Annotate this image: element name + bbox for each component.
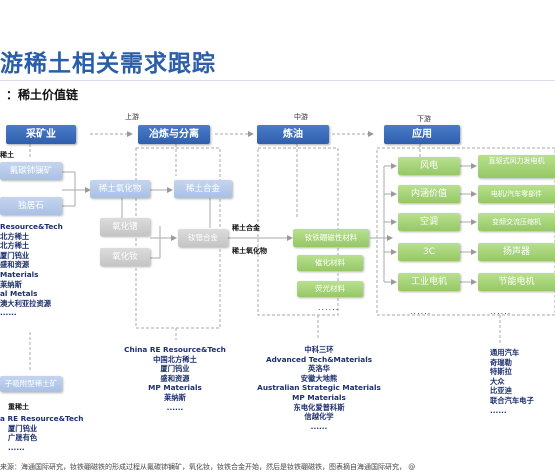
app-direct-drive-turbine: 直驱式风力发电机: [478, 155, 555, 178]
app-inverter-compressor: 变频交流压缩机: [478, 213, 555, 231]
stage-upstream: 上游: [125, 113, 139, 121]
list-item: MP Materials: [148, 383, 202, 393]
box-rare-earth-oxide: 稀土氧化物: [90, 180, 150, 198]
list-item: ......: [490, 405, 507, 415]
app-3c: 3C: [398, 243, 460, 261]
list-item: 比亚迪: [490, 386, 512, 396]
list-item: 盛和资源: [160, 373, 190, 383]
header-refining: 炼油: [257, 125, 329, 144]
list-item: China RE Resource&Tech: [124, 345, 226, 354]
ore-monazite: 独居石: [0, 197, 62, 215]
box-rare-earth-alloy: 稀土合金: [174, 180, 232, 198]
light-rare-earth-label: 稀土: [0, 151, 14, 159]
box-neodymium-oxide: 氧化钕: [100, 248, 150, 266]
app-speaker: 扬声器: [478, 243, 555, 261]
mining-companies-list: Resource&Tech 北方稀土 北方稀土 厦门钨业 盛和资源 Materi…: [0, 222, 63, 318]
list-item: al Metals: [0, 289, 38, 299]
stage-midstream: 中游: [294, 113, 308, 121]
header-mining: 采矿业: [6, 125, 76, 144]
list-item: 中科三环: [304, 345, 334, 354]
list-item: 盛和资源: [0, 260, 30, 270]
list-item: ......: [0, 308, 17, 318]
source-footnote: 来源：海通国际研究，钕铁硼磁铁的形成过程从氟碳铈镧矿，氧化钕，钕铁合金开始，然后…: [0, 463, 416, 471]
list-item: 澳大利亚拉资源: [0, 298, 52, 308]
list-item: 厦门钨业: [0, 250, 30, 260]
list-item: 北方稀土: [0, 241, 30, 251]
label-alloy-input: 稀土合金: [232, 224, 260, 232]
box-catalyst-material: 催化材料: [297, 255, 363, 271]
list-item: 大众: [490, 376, 505, 386]
box-prnd-alloy: 钕镨合金: [178, 229, 228, 247]
list-item: Advanced Tech&Materials: [265, 354, 373, 364]
list-item: 安徽大地熊: [300, 373, 338, 383]
app-industrial-motor: 工业电机: [398, 273, 460, 291]
box-phosphor-material: 荧光材料: [297, 281, 363, 297]
list-item: Australian Strategic Materials: [257, 383, 381, 393]
list-item: 奇瑞勒: [490, 357, 512, 367]
list-item: 莱纳斯: [0, 279, 22, 289]
box-praseodymium-oxide: 氧化镨: [100, 218, 150, 236]
list-item: 联合汽车电子: [490, 395, 534, 405]
heavy-rare-earth-label: 重稀土: [8, 403, 29, 411]
app-ev-motor-parts: 电机/汽车零部件: [478, 185, 555, 203]
list-item: ......: [8, 442, 25, 452]
list-item: MP Materials: [292, 392, 346, 402]
smelting-companies-list: China RE Resource&Tech 中国北方稀土 厦门钨业 盛和资源 …: [120, 345, 230, 412]
list-item: a RE Resource&Tech: [0, 414, 84, 423]
refining-companies-list: 中科三环 Advanced Tech&Materials 英洛华 安徽大地熊 A…: [254, 345, 384, 431]
refining-more: ......: [318, 303, 340, 312]
ore-bastnaesite: 氟碳铈镧矿: [0, 162, 62, 180]
app-intrinsic-value: 内涵价值: [398, 185, 460, 203]
chart-subtitle: ：稀土价值链: [6, 88, 79, 102]
list-item: 北方稀土: [0, 231, 30, 241]
list-item: 通用汽车: [490, 348, 520, 357]
list-item: 中国北方稀土: [153, 354, 197, 364]
list-item: Resource&Tech: [0, 222, 63, 231]
list-item: ......: [310, 421, 328, 431]
list-item: 英洛华: [308, 364, 330, 374]
list-item: 厦门钨业: [160, 364, 190, 374]
app-more-2: ......: [490, 307, 512, 316]
divider: [0, 80, 555, 81]
ore-ionic-adsorption: 子吸附型稀土矿: [0, 376, 62, 392]
list-item: 厦门钨业: [8, 423, 38, 433]
header-application: 应用: [384, 125, 460, 144]
list-item: 东电化爱普科斯: [293, 402, 345, 412]
app-air-conditioner: 空调: [398, 213, 460, 231]
label-oxide-input: 稀土氧化物: [232, 247, 267, 255]
list-item: 莱纳斯: [164, 392, 186, 402]
stage-downstream: 下游: [417, 115, 431, 123]
list-item: 广晟有色: [8, 433, 38, 443]
app-wind-power: 风电: [398, 157, 460, 175]
app-more: ......: [410, 307, 432, 316]
app-energy-saving-motor: 节能电机: [478, 273, 555, 291]
box-ndfeb-magnet: 钕铁硼磁性材料: [293, 229, 369, 247]
header-smelting: 冶炼与分离: [138, 125, 210, 144]
list-item: Materials: [0, 269, 39, 279]
list-item: ......: [166, 402, 184, 412]
list-item: 特斯拉: [490, 367, 512, 377]
application-companies-list: 通用汽车 奇瑞勒 特斯拉 大众 比亚迪 联合汽车电子 ......: [490, 348, 534, 415]
heavy-companies-list: a RE Resource&Tech 厦门钨业 广晟有色 ......: [0, 414, 83, 452]
page-title: 游稀土相关需求跟踪: [0, 51, 216, 77]
list-item: 信越化学: [304, 412, 334, 422]
